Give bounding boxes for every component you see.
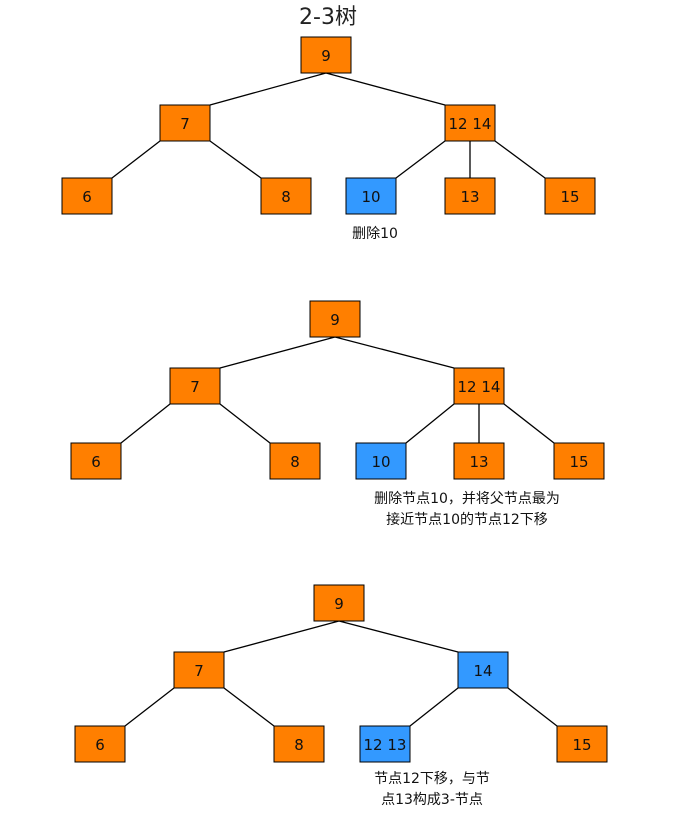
diagram-caption: 点13构成3-节点 [381, 792, 483, 808]
tree-diagram-1: 9 7 12 14 6 8 10 13 15 删除10 [61, 36, 596, 242]
tree-node-label: 14 [473, 662, 492, 680]
tree-node-label: 6 [95, 736, 105, 754]
tree-node-label: 6 [91, 453, 101, 471]
tree-node: 8 [273, 725, 325, 763]
tree-node-box [453, 367, 505, 405]
tree-node-label: 15 [560, 188, 579, 206]
tree-node: 12 13 [359, 725, 411, 763]
tree-node-box [553, 442, 605, 480]
tree-edge [209, 72, 327, 106]
tree-node-label: 10 [361, 188, 380, 206]
tree-node-box [70, 442, 122, 480]
tree-node: 6 [74, 725, 126, 763]
tree-node-label: 8 [294, 736, 304, 754]
tree-node-label: 7 [194, 662, 204, 680]
diagram-caption: 节点12下移，与节 [374, 771, 490, 787]
tree-node-label: 12 13 [364, 736, 407, 754]
tree-node-label: 9 [334, 595, 344, 613]
tree-node-box [159, 104, 211, 142]
tree-node: 9 [300, 36, 352, 74]
tree-node: 9 [309, 300, 361, 338]
tree-node: 10 [355, 442, 407, 480]
tree-edge [120, 403, 171, 444]
tree-node: 14 [457, 651, 509, 689]
tree-node: 7 [159, 104, 211, 142]
tree-edge [219, 336, 336, 369]
tree-node-box [444, 177, 496, 215]
tree-edge [111, 140, 161, 179]
tree-node-box [260, 177, 312, 215]
tree-node-box [453, 442, 505, 480]
diagram-caption: 接近节点10的节点12下移 [386, 511, 548, 528]
tree-edge [494, 140, 546, 179]
tree-edge [334, 336, 455, 369]
tree-node-box [300, 36, 352, 74]
tree-node-box [444, 104, 496, 142]
tree-node-box [74, 725, 126, 763]
tree-node-box [544, 177, 596, 215]
tree-node: 15 [544, 177, 596, 215]
tree-node: 8 [269, 442, 321, 480]
tree-node: 6 [61, 177, 113, 215]
tree-diagram-2: 9 7 12 14 6 8 10 13 15 删除节点10，并将父节点最为接近节点10的节点12… [70, 300, 605, 528]
tree-node-label: 9 [330, 311, 340, 329]
tree-edge [409, 687, 459, 727]
tree-node-label: 7 [180, 115, 190, 133]
tree-node: 6 [70, 442, 122, 480]
tree-edge [338, 620, 459, 653]
tree-node: 7 [169, 367, 221, 405]
tree-edge [507, 687, 558, 727]
tree-node-label: 15 [569, 453, 588, 471]
diagram-title: 2-3树 [299, 5, 357, 30]
tree-node-label: 12 14 [449, 115, 492, 133]
tree-edge [223, 620, 340, 653]
tree-node: 13 [444, 177, 496, 215]
tree-node: 13 [453, 442, 505, 480]
tree-node-label: 8 [281, 188, 291, 206]
tree-node-box [173, 651, 225, 689]
tree-node-box [313, 584, 365, 622]
tree-edge [223, 687, 275, 727]
tree-edge [209, 140, 262, 179]
tree-node-label: 12 14 [458, 378, 501, 396]
tree-node-box [457, 651, 509, 689]
tree-edge [124, 687, 175, 727]
tree-edge [325, 72, 446, 106]
tree-node-box [359, 725, 411, 763]
tree-edge [395, 140, 446, 179]
tree-node-box [345, 177, 397, 215]
tree-node-label: 8 [290, 453, 300, 471]
tree-node-box [556, 725, 608, 763]
tree-node: 8 [260, 177, 312, 215]
tree-node: 15 [556, 725, 608, 763]
tree-node: 7 [173, 651, 225, 689]
diagram-caption: 删除节点10，并将父节点最为 [374, 491, 560, 507]
tree-node: 12 14 [453, 367, 505, 405]
tree-node-box [273, 725, 325, 763]
tree-node-label: 15 [572, 736, 591, 754]
tree-node-box [269, 442, 321, 480]
tree-node-label: 6 [82, 188, 92, 206]
tree-node-box [309, 300, 361, 338]
tree-node-label: 13 [469, 453, 488, 471]
tree-node-label: 9 [321, 47, 331, 65]
tree-node-box [61, 177, 113, 215]
tree-node: 15 [553, 442, 605, 480]
tree-edge [219, 403, 271, 444]
tree-node-box [355, 442, 407, 480]
tree-node-label: 7 [190, 378, 200, 396]
tree-edge [503, 403, 555, 444]
diagram-caption: 删除10 [352, 226, 398, 242]
tree-node-label: 13 [460, 188, 479, 206]
tree-node: 9 [313, 584, 365, 622]
tree-node: 12 14 [444, 104, 496, 142]
tree-edge [405, 403, 455, 444]
tree-node-label: 10 [371, 453, 390, 471]
tree-node-box [169, 367, 221, 405]
tree-node: 10 [345, 177, 397, 215]
